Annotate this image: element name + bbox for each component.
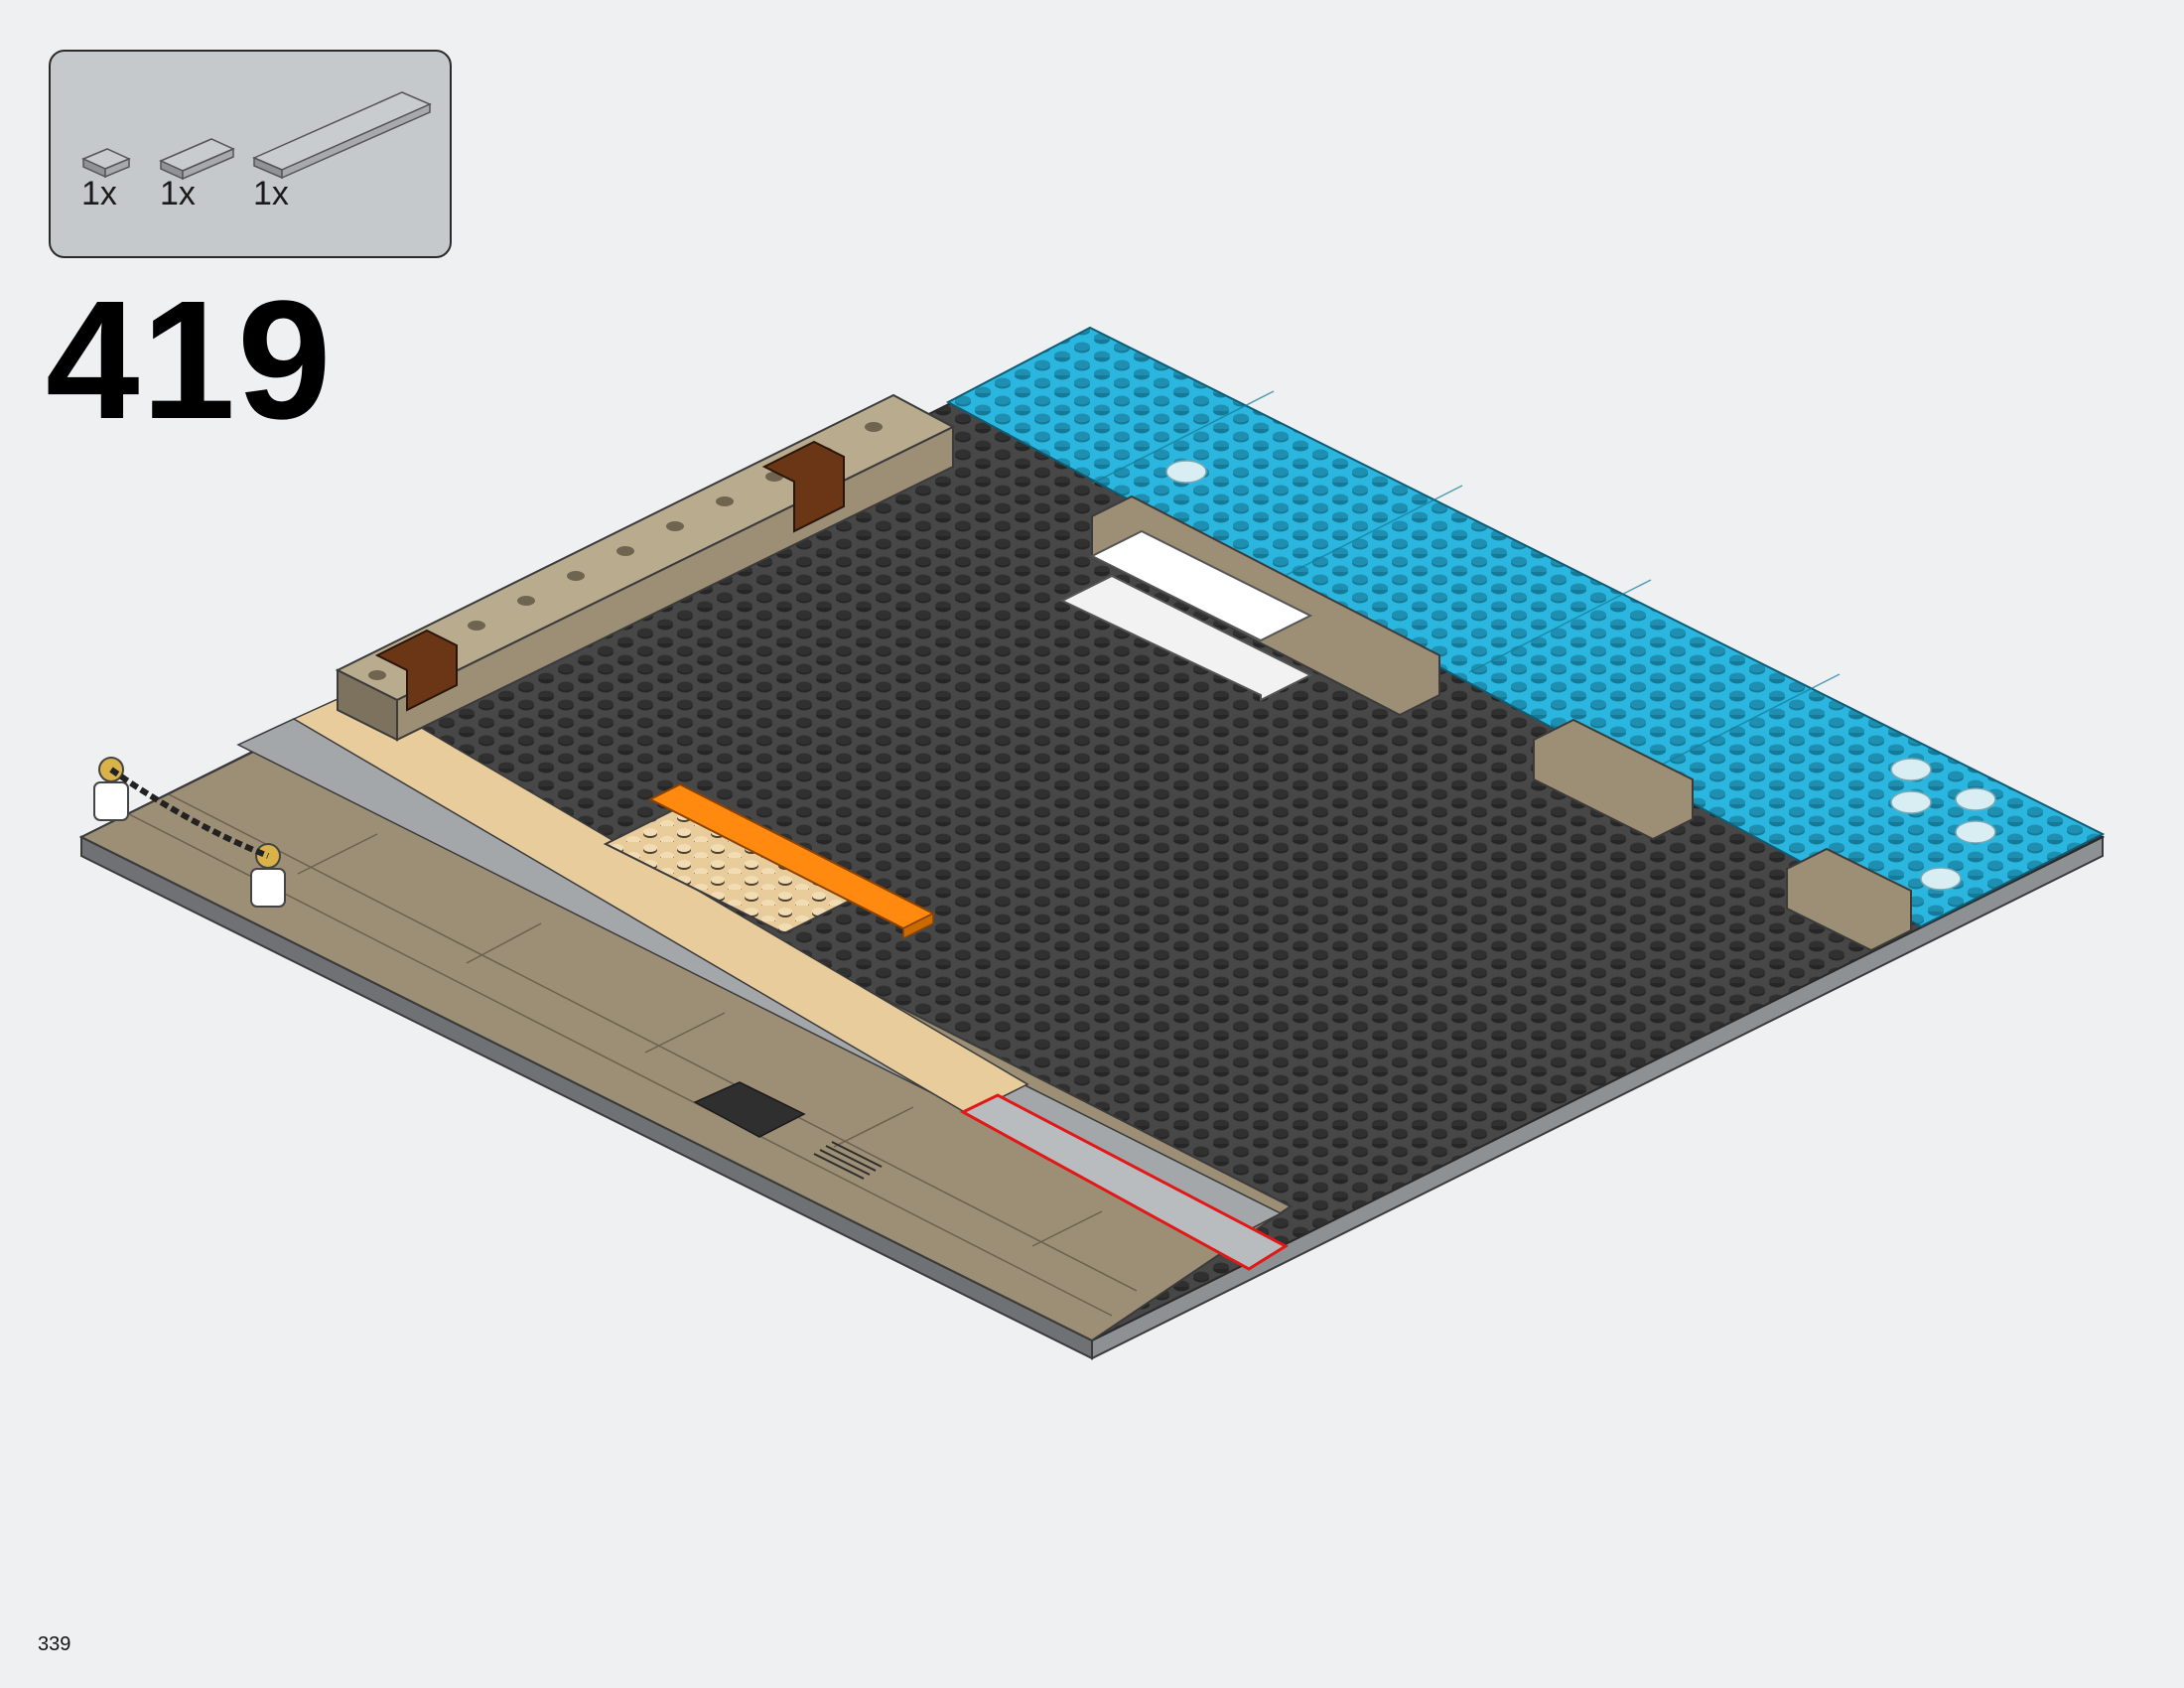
drain-opening xyxy=(693,1081,806,1138)
part-tile-1x1 xyxy=(81,148,131,179)
reddish-brown-brick-left xyxy=(374,629,458,712)
new-tile-highlight xyxy=(959,1093,1290,1271)
part-tile-1x2 xyxy=(159,138,235,181)
parts-list-box: 1x 1x 1x xyxy=(49,50,452,258)
orange-tile-side xyxy=(902,912,934,940)
wall-segment-3 xyxy=(1786,847,1912,952)
white-brick-front xyxy=(1059,574,1313,702)
back-wall-left-side xyxy=(337,668,398,742)
bollard-left xyxy=(93,757,129,821)
part-qty-3: 1x xyxy=(253,175,289,212)
part-qty-1: 1x xyxy=(81,175,117,212)
part-tile-1x6 xyxy=(252,91,432,180)
chain xyxy=(109,767,270,859)
trans-clear-rounds xyxy=(1165,460,1996,891)
wall-segment-2 xyxy=(1533,718,1694,841)
sidewalk-tan-strip xyxy=(292,689,1029,1115)
reddish-brown-brick-right xyxy=(761,440,845,533)
grille-tile xyxy=(813,1141,883,1180)
part-qty-2: 1x xyxy=(160,175,196,212)
sidewalk xyxy=(78,713,1293,1342)
white-brick-top xyxy=(1089,529,1313,642)
page-number: 339 xyxy=(38,1633,71,1655)
step-number: 419 xyxy=(46,266,334,455)
